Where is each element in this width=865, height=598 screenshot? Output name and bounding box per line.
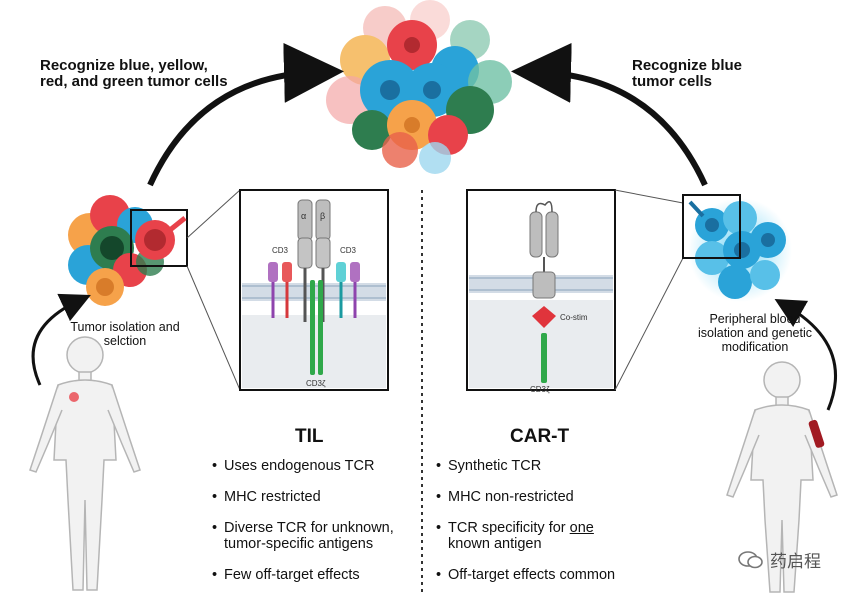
left-small-arrow <box>31 293 91 386</box>
cart-point-3: TCR specificity for one known antigen <box>436 520 656 552</box>
cart-point-3-line-2: known antigen <box>448 536 542 552</box>
cart-points: Synthetic TCR MHC non-restricted TCR spe… <box>436 458 656 598</box>
left-caption: Recognize blue, yellow, red, and green t… <box>40 58 260 90</box>
right-arrow <box>511 42 708 187</box>
cart-point-2: MHC non-restricted <box>436 489 656 505</box>
tumor-isolation-label: Tumor isolation and selction <box>55 320 195 348</box>
left-caption-line-1: Recognize blue, yellow, <box>40 57 208 74</box>
patient-figure-left <box>29 336 141 591</box>
til-point-3-line-1: Diverse TCR for unknown, <box>224 520 394 536</box>
til-points: Uses endogenous TCR MHC restricted Diver… <box>212 458 417 598</box>
blood-draw-marker <box>808 419 825 448</box>
peripheral-line-3: modification <box>721 340 789 354</box>
cart-point-3-underlined: one <box>569 520 594 536</box>
til-receptor-panel <box>239 189 389 391</box>
til-point-1: Uses endogenous TCR <box>212 458 417 474</box>
til-point-3: Diverse TCR for unknown, tumor-specific … <box>212 520 417 552</box>
left-caption-line-2: red, and green tumor cells <box>40 73 228 90</box>
cart-title: CAR-T <box>510 426 570 447</box>
til-cd3z-label: CD3ζ <box>306 379 326 388</box>
til-title: TIL <box>295 426 324 447</box>
cart-point-1: Synthetic TCR <box>436 458 656 474</box>
peripheral-line-1: Peripheral blood <box>709 312 801 326</box>
tumor-site-marker <box>69 392 79 402</box>
cart-cd3z-label: CD3ζ <box>530 385 550 394</box>
peripheral-label: Peripheral blood isolation and genetic m… <box>680 312 830 354</box>
cart-costim-label: Co-stim <box>560 313 588 322</box>
blood-sample-inset-box <box>682 194 741 259</box>
left-arrow <box>147 42 344 187</box>
watermark: 药启程 <box>738 547 821 572</box>
watermark-text: 药启程 <box>770 552 821 571</box>
til-point-2: MHC restricted <box>212 489 417 505</box>
patient-figure-right <box>726 361 838 593</box>
tumor-cell-cluster <box>326 0 512 174</box>
tumor-isolation-line-1: Tumor isolation and <box>70 320 180 334</box>
til-point-3-line-2: tumor-specific antigens <box>224 536 374 552</box>
right-caption-line-2: tumor cells <box>632 73 713 90</box>
til-beta-label: β <box>320 211 325 221</box>
wechat-icon <box>738 550 763 568</box>
til-cd3-left-label: CD3 <box>272 246 289 255</box>
cart-receptor-panel <box>466 189 616 391</box>
cart-point-4: Off-target effects common <box>436 567 656 583</box>
cart-point-3-pre: TCR specificity for <box>448 520 570 536</box>
peripheral-line-2: isolation and genetic <box>698 326 812 340</box>
tumor-sample-cluster <box>68 195 175 306</box>
til-point-4: Few off-target effects <box>212 567 417 583</box>
right-caption-line-1: Recognize blue <box>632 57 743 74</box>
tumor-isolation-line-2: selction <box>103 334 147 348</box>
til-alpha-label: α <box>301 211 306 221</box>
til-cd3-right-label: CD3 <box>340 246 357 255</box>
right-caption: Recognize blue tumor cells <box>632 58 832 90</box>
right-small-arrow <box>774 299 837 411</box>
